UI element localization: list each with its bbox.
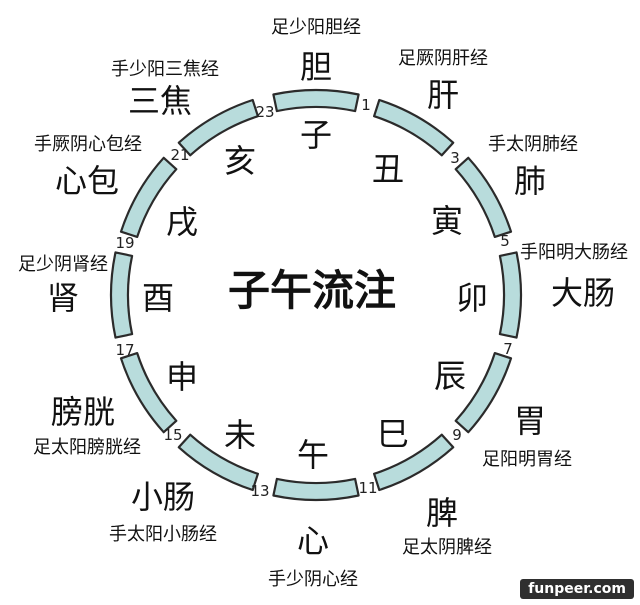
hour-label: 13 <box>250 482 269 500</box>
organ-label: 肝 <box>427 76 459 114</box>
hour-label: 17 <box>115 341 134 359</box>
hour-segment-丑 <box>373 98 455 157</box>
hour-label: 15 <box>163 426 182 444</box>
watermark-badge: funpeer.com <box>520 579 634 599</box>
meridian-label: 足少阳胆经 <box>271 17 361 38</box>
organ-label: 胃 <box>514 402 546 440</box>
organ-label: 肾 <box>47 279 79 317</box>
branch-label: 酉 <box>142 279 174 317</box>
hour-segment-巳 <box>373 433 455 492</box>
hour-segment-申 <box>119 352 178 434</box>
meridian-label: 足厥阴肝经 <box>398 48 488 69</box>
organ-label: 大肠 <box>551 274 615 312</box>
hour-segment-亥 <box>177 98 259 157</box>
hour-segment-戌 <box>119 156 178 238</box>
diagram-title: 子午流注 <box>228 266 396 315</box>
organ-label: 心 <box>297 522 329 560</box>
branch-label: 寅 <box>431 202 463 240</box>
meridian-label: 手太阴肺经 <box>488 134 578 155</box>
meridian-label: 手少阳三焦经 <box>111 59 219 80</box>
meridian-label: 手厥阴心包经 <box>34 134 142 155</box>
meridian-label: 手少阴心经 <box>268 569 358 590</box>
hour-label: 19 <box>115 234 134 252</box>
hour-label: 1 <box>361 96 371 114</box>
branch-label: 戌 <box>166 203 198 241</box>
hour-segment-子 <box>272 88 360 113</box>
organ-label: 胆 <box>300 48 332 86</box>
hour-label: 5 <box>500 232 510 250</box>
hour-label: 11 <box>358 479 377 497</box>
organ-label: 小肠 <box>131 478 195 516</box>
hour-segment-卯 <box>498 251 523 339</box>
meridian-label: 足阳明胃经 <box>482 449 572 470</box>
branch-label: 申 <box>166 358 198 396</box>
branch-label: 巳 <box>377 415 409 453</box>
hour-label: 21 <box>170 146 189 164</box>
organ-label: 三焦 <box>128 82 192 120</box>
branch-label: 子 <box>300 116 332 154</box>
organ-label: 脾 <box>426 494 458 532</box>
hour-label: 3 <box>450 149 460 167</box>
hour-segment-辰 <box>454 352 513 434</box>
branch-label: 午 <box>297 436 329 474</box>
branch-label: 未 <box>224 416 256 454</box>
hour-segment-酉 <box>109 251 134 339</box>
branch-label: 辰 <box>434 357 466 395</box>
meridian-label: 足太阳膀胱经 <box>33 437 141 458</box>
hour-segment-寅 <box>454 156 513 238</box>
hour-segment-午 <box>272 477 360 502</box>
hour-label: 9 <box>452 426 462 444</box>
meridian-label: 手太阳小肠经 <box>109 524 217 545</box>
meridian-label: 足太阴脾经 <box>402 537 492 558</box>
hour-label: 7 <box>503 340 513 358</box>
hour-label: 23 <box>255 103 274 121</box>
organ-label: 膀胱 <box>51 393 115 431</box>
meridian-label: 手阳明大肠经 <box>520 242 628 263</box>
meridian-label: 足少阴肾经 <box>18 254 108 275</box>
hour-segment-未 <box>177 433 259 492</box>
branch-label: 丑 <box>372 150 404 188</box>
organ-label: 心包 <box>55 162 119 200</box>
organ-label: 肺 <box>514 162 546 200</box>
branch-label: 亥 <box>224 142 256 180</box>
branch-label: 卯 <box>456 279 488 317</box>
